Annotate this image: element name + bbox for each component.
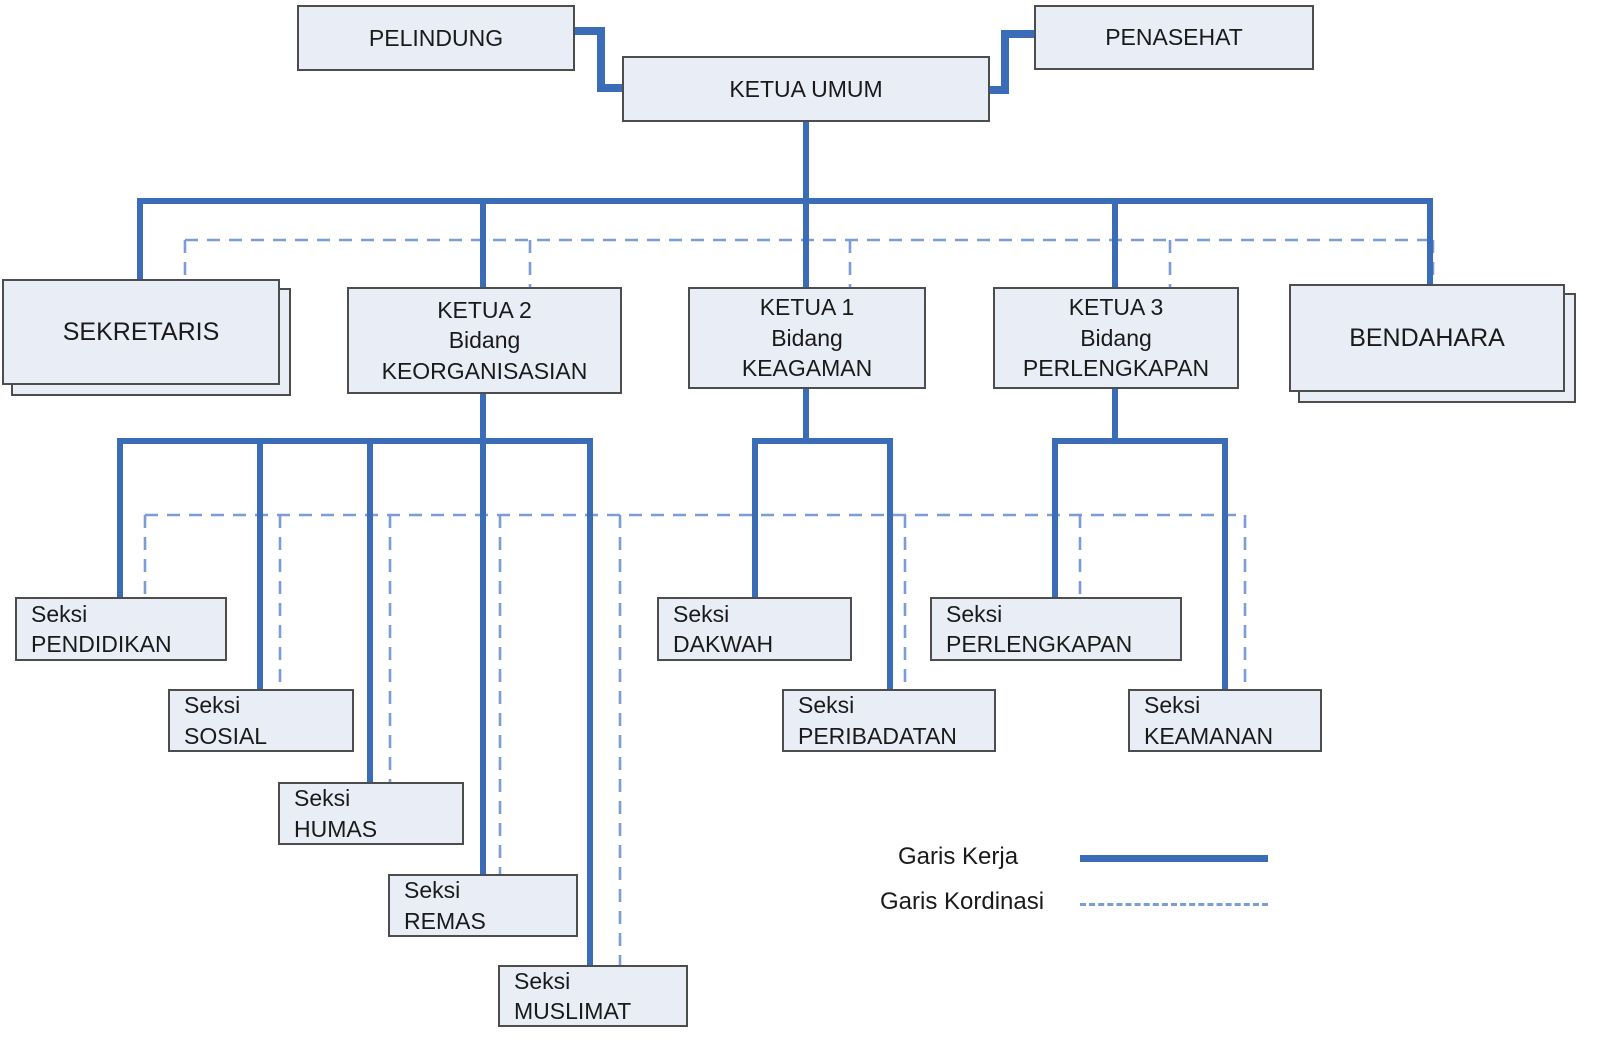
node-ketua-1: KETUA 1 Bidang KEAGAMAN xyxy=(688,287,926,389)
node-seksi-peribadatan: Seksi PERIBADATAN xyxy=(782,689,996,752)
node-seksi-peribadatan-line2: PERIBADATAN xyxy=(798,722,957,749)
node-ketua-1-line2: Bidang xyxy=(771,324,843,351)
node-sekretaris: SEKRETARIS xyxy=(2,279,280,385)
node-seksi-dakwah-line2: DAKWAH xyxy=(673,631,774,657)
node-seksi-humas: Seksi HUMAS xyxy=(278,782,464,845)
node-seksi-sosial-line1: Seksi xyxy=(184,692,241,719)
node-ketua-3: KETUA 3 Bidang PERLENGKAPAN xyxy=(993,287,1239,389)
node-ketua-3-line2: Bidang xyxy=(1080,324,1152,351)
node-ketua-2-line1: KETUA 2 xyxy=(437,296,532,323)
node-seksi-muslimat-line2: MUSLIMAT xyxy=(514,998,632,1024)
node-seksi-keamanan-line2: KEAMANAN xyxy=(1144,722,1274,749)
node-ketua-2-line3: KEORGANISASIAN xyxy=(381,357,588,384)
work-lines xyxy=(117,27,1433,967)
node-bendahara: BENDAHARA xyxy=(1289,284,1565,392)
node-pelindung: PELINDUNG xyxy=(297,5,575,71)
node-seksi-perlengkapan: Seksi PERLENGKAPAN xyxy=(930,597,1182,661)
node-seksi-dakwah-line1: Seksi xyxy=(673,600,730,627)
node-ketua-2-line2: Bidang xyxy=(448,327,521,354)
node-bendahara-label: BENDAHARA xyxy=(1349,323,1505,352)
node-seksi-keamanan-line1: Seksi xyxy=(1144,692,1201,719)
node-seksi-peribadatan-line1: Seksi xyxy=(798,692,855,719)
node-pelindung-label: PELINDUNG xyxy=(368,24,504,51)
node-seksi-humas-line1: Seksi xyxy=(294,785,351,812)
node-ketua-1-line1: KETUA 1 xyxy=(759,294,855,321)
node-seksi-keamanan: Seksi KEAMANAN xyxy=(1128,689,1322,752)
node-seksi-sosial-line2: SOSIAL xyxy=(184,722,268,749)
node-seksi-perlengkapan-line2: PERLENGKAPAN xyxy=(946,631,1133,657)
node-seksi-perlengkapan-line1: Seksi xyxy=(946,600,1003,627)
node-sekretaris-label: SEKRETARIS xyxy=(62,317,220,346)
node-seksi-pendidikan-line2: PENDIDIKAN xyxy=(31,631,172,657)
node-seksi-pendidikan-line1: Seksi xyxy=(31,600,88,627)
node-seksi-humas-line2: HUMAS xyxy=(294,815,378,842)
node-seksi-muslimat: Seksi MUSLIMAT xyxy=(498,965,688,1027)
legend-coordination-label: Garis Kordinasi xyxy=(880,888,1045,915)
node-ketua-umum: KETUA UMUM xyxy=(622,56,990,122)
node-seksi-dakwah: Seksi DAKWAH xyxy=(657,597,852,661)
node-ketua-umum-label: KETUA UMUM xyxy=(729,75,883,102)
node-penasehat: PENASEHAT xyxy=(1034,5,1314,70)
legend-work-line-sample xyxy=(1080,855,1268,862)
node-ketua-2: KETUA 2 Bidang KEORGANISASIAN xyxy=(347,287,622,394)
legend-coordination-line-sample xyxy=(1080,903,1268,906)
node-ketua-3-line1: KETUA 3 xyxy=(1068,294,1164,321)
node-seksi-remas: Seksi REMAS xyxy=(388,874,578,937)
node-seksi-pendidikan: Seksi PENDIDIKAN xyxy=(15,597,227,661)
node-seksi-remas-line1: Seksi xyxy=(404,877,461,904)
node-ketua-1-line3: KEAGAMAN xyxy=(741,355,873,382)
node-seksi-sosial: Seksi SOSIAL xyxy=(168,689,354,752)
node-ketua-3-line3: PERLENGKAPAN xyxy=(1022,355,1210,382)
node-penasehat-label: PENASEHAT xyxy=(1105,24,1243,51)
node-seksi-remas-line2: REMAS xyxy=(404,907,486,934)
node-seksi-muslimat-line1: Seksi xyxy=(514,967,571,994)
legend-work-label: Garis Kerja xyxy=(898,843,1019,870)
